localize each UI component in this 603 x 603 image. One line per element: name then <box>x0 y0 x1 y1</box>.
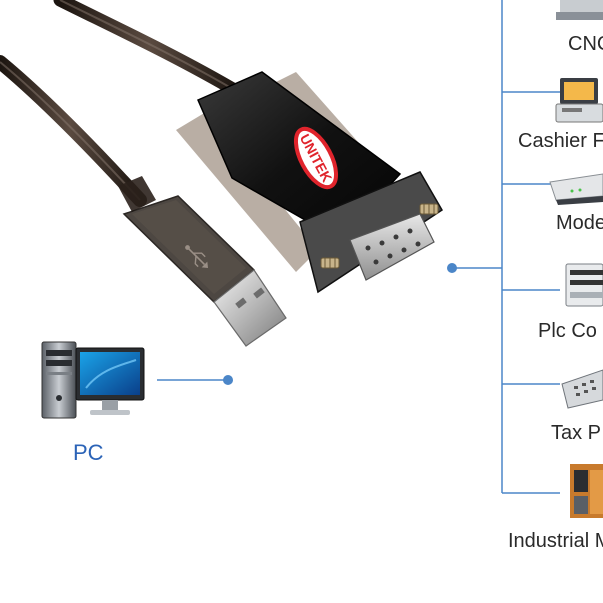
device-label: Cashier F <box>518 130 603 152</box>
cnc-machine-icon <box>556 0 603 20</box>
device-label: CNC <box>568 33 603 55</box>
usb-serial-cable <box>0 0 245 207</box>
thumb-screw <box>419 203 439 215</box>
device-label: Plc Co <box>538 320 597 342</box>
plc-controller-icon <box>565 263 603 307</box>
hub-connector-dot <box>447 263 457 273</box>
pc-label: PC <box>73 440 104 465</box>
device-label: Industrial M <box>508 530 603 552</box>
pc-icon-group <box>41 341 233 419</box>
modem-icon <box>549 173 603 205</box>
cash-register-icon <box>555 78 603 123</box>
device-label: Tax P <box>551 422 601 444</box>
tax-printer-icon <box>561 369 603 409</box>
industrial-machine-icon <box>570 464 603 518</box>
usb-logo-icon <box>185 245 209 269</box>
pc-connector-dot <box>223 375 233 385</box>
cable-lower <box>0 55 147 207</box>
thumb-screw <box>320 257 340 269</box>
usb-a-connector <box>118 176 287 347</box>
db9-serial-connector: UNITEK <box>176 71 444 294</box>
desktop-computer-icon <box>41 341 145 419</box>
device-bus <box>447 0 560 494</box>
device-label: Mode <box>556 212 603 234</box>
